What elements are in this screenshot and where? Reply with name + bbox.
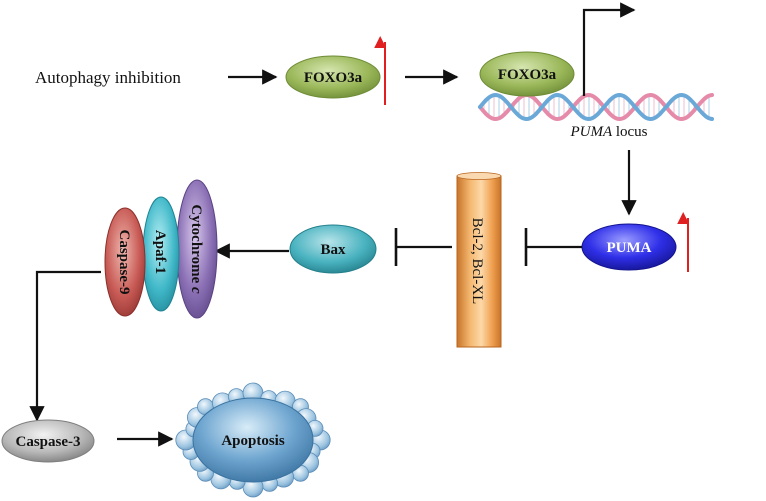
inhibition-bcl-to-bax-icon — [394, 228, 452, 266]
svg-text:Apoptosis: Apoptosis — [221, 433, 285, 449]
apoptosis-node: Apoptosis — [175, 382, 331, 498]
svg-text:Bcl-2, Bcl-XL: Bcl-2, Bcl-XL — [469, 218, 485, 305]
svg-text:Caspase-9: Caspase-9 — [116, 229, 132, 294]
puma-locus-label: PUMA locus — [569, 124, 647, 140]
svg-text:Caspase-3: Caspase-3 — [15, 434, 80, 450]
trigger-label: Autophagy inhibition — [35, 68, 181, 87]
arrow-caspase9-to-caspase3 — [29, 270, 101, 422]
caspase-3-node: Caspase-3 — [1, 419, 95, 463]
bax-node: Bax — [289, 224, 377, 274]
apaf-1-node: Apaf-1 — [142, 196, 180, 312]
svg-text:Apaf-1: Apaf-1 — [152, 230, 168, 274]
caspase-9-node: Caspase-9 — [104, 207, 146, 317]
transcription-start-arrow-icon — [582, 2, 636, 96]
bcl2-bclxl-node: Bcl-2, Bcl-XL — [456, 172, 502, 348]
svg-text:PUMA: PUMA — [607, 240, 652, 256]
foxo3a-bound-node: FOXO3a — [479, 51, 575, 97]
dna-helix-icon — [478, 92, 714, 122]
svg-text:Cytochrome c: Cytochrome c — [188, 204, 204, 294]
inhibition-puma-to-bcl-icon — [524, 228, 582, 266]
foxo3a-node: FOXO3a — [285, 55, 381, 99]
svg-text:FOXO3a: FOXO3a — [498, 67, 557, 83]
puma-node: PUMA — [581, 223, 677, 271]
svg-text:FOXO3a: FOXO3a — [304, 70, 363, 86]
cytochrome-c-node: Cytochrome c — [176, 179, 218, 319]
svg-text:Bax: Bax — [320, 242, 346, 258]
